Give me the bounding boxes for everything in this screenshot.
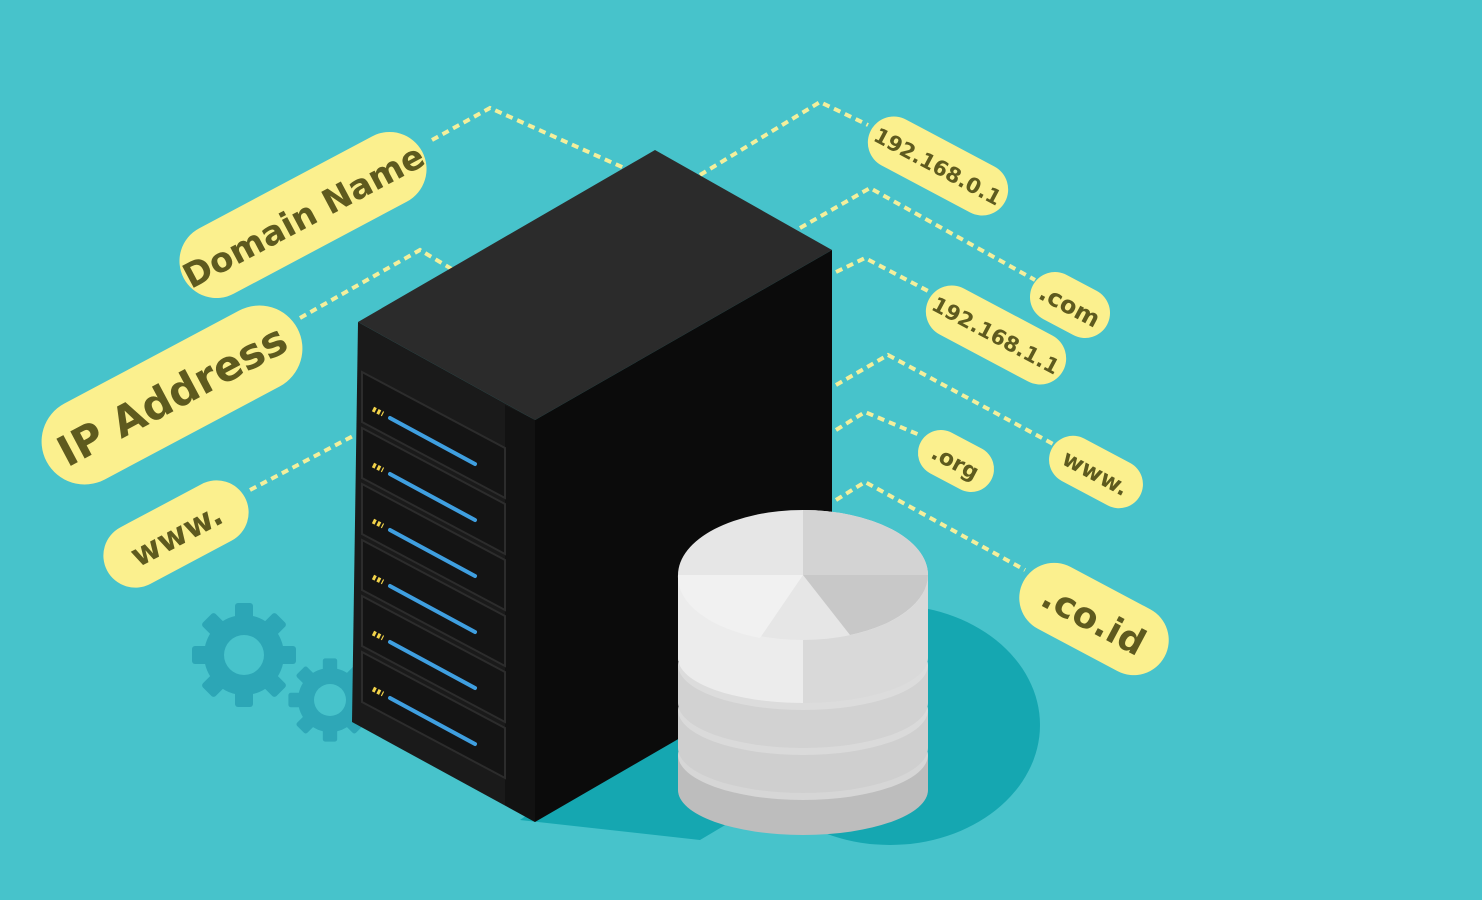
drive-activity-bar bbox=[388, 416, 477, 466]
drive-activity-bar bbox=[388, 472, 477, 522]
drive-led bbox=[371, 518, 385, 529]
tag-ip-1: 192.168.0.1 bbox=[867, 116, 1009, 216]
drive-bay bbox=[361, 650, 506, 780]
drive-led bbox=[371, 574, 385, 585]
drive-bay bbox=[361, 594, 506, 724]
drive-activity-bar bbox=[388, 584, 477, 634]
drive-bay bbox=[361, 538, 506, 668]
drive-bay bbox=[361, 370, 506, 500]
drive-led bbox=[371, 686, 385, 697]
gear-icon bbox=[192, 603, 296, 707]
tag-www-left: www. bbox=[103, 480, 249, 588]
drive-bay bbox=[361, 482, 506, 612]
drive-activity-bar bbox=[388, 696, 477, 746]
drive-bay bbox=[361, 426, 506, 556]
drive-bays bbox=[361, 370, 506, 780]
tag-label: Domain Name bbox=[176, 136, 431, 297]
tag-domain-name: Domain Name bbox=[176, 131, 431, 299]
server-top bbox=[358, 150, 832, 420]
tag-co-id: .co.id bbox=[1019, 562, 1169, 676]
drive-activity-bar bbox=[388, 640, 477, 690]
connector-lines bbox=[249, 99, 1056, 572]
tag-org: .org bbox=[917, 430, 995, 492]
drive-led bbox=[371, 630, 385, 641]
drive-activity-bar bbox=[388, 528, 477, 578]
database-cylinder-icon bbox=[677, 510, 928, 835]
drive-led bbox=[371, 406, 385, 417]
tag-ip-address: IP Address bbox=[41, 305, 303, 485]
tag-www-right: www. bbox=[1049, 435, 1143, 509]
drive-led bbox=[371, 462, 385, 473]
